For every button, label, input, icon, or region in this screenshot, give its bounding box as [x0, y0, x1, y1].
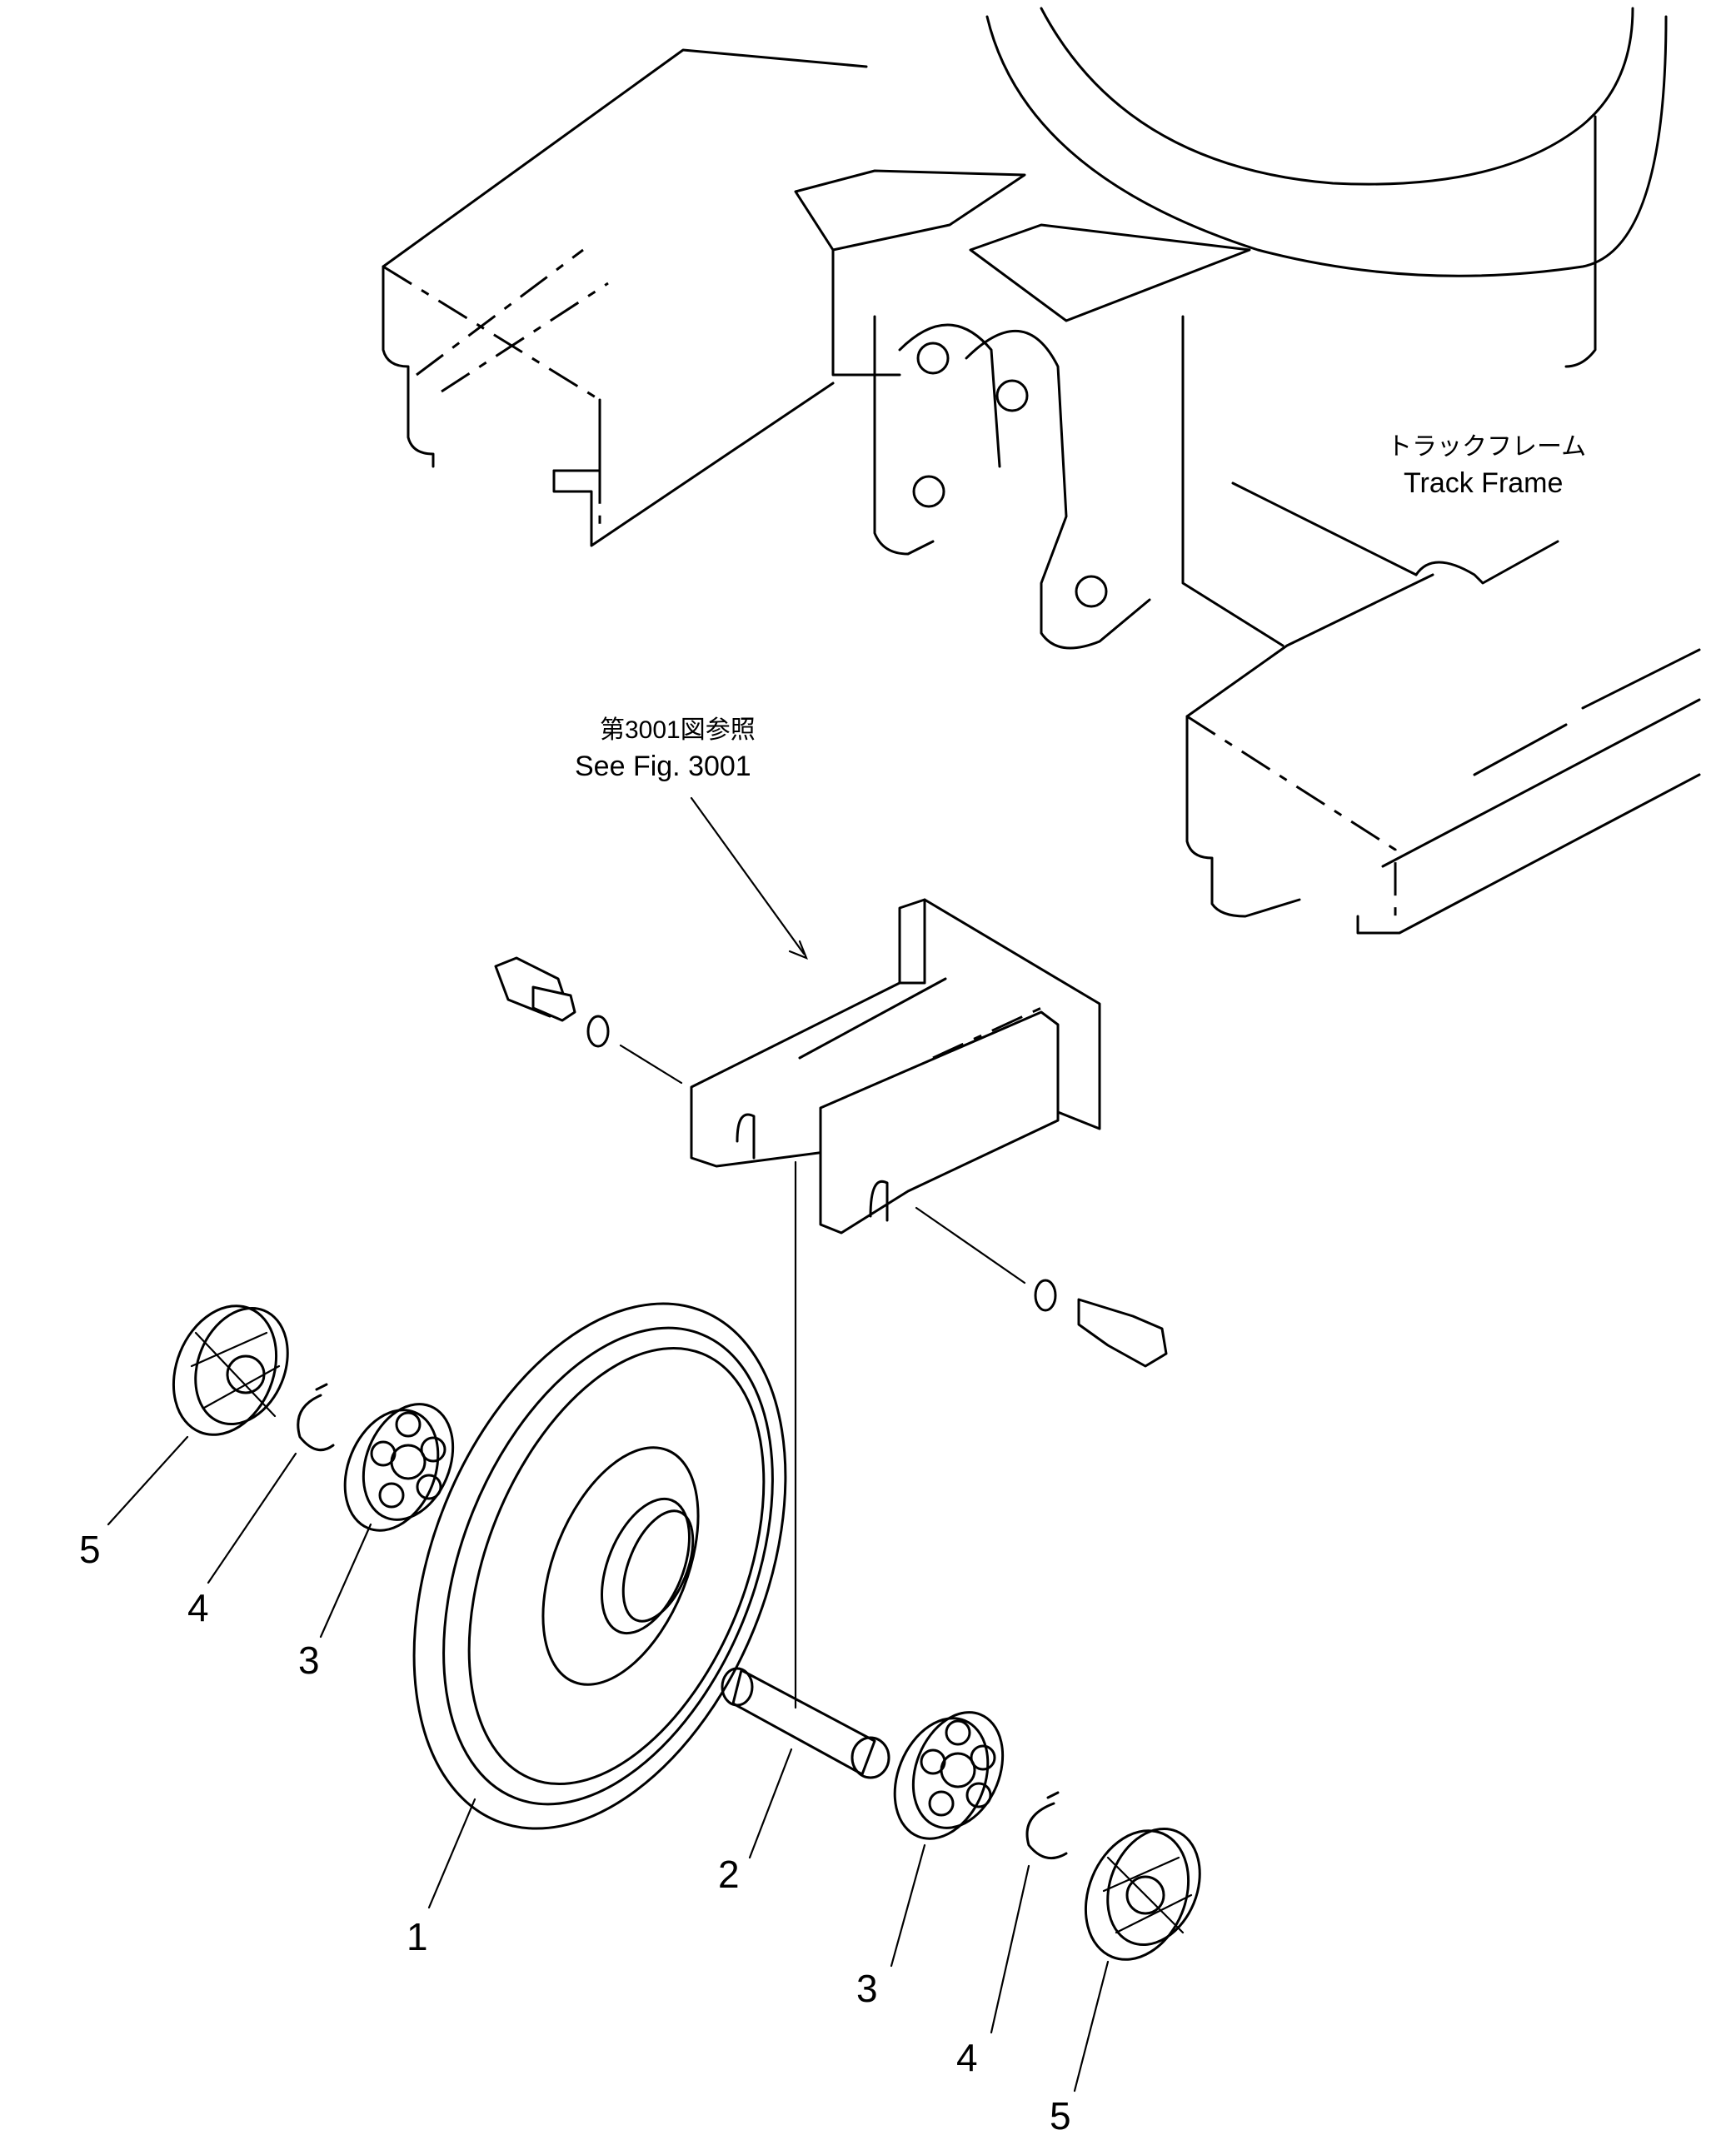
callout-5-right: 5	[1050, 2094, 1071, 2138]
seal-left	[172, 1304, 289, 1436]
bearing-right	[893, 1711, 1005, 1840]
snap-ring-right	[1025, 1791, 1068, 1860]
callout-4-right: 4	[956, 2036, 978, 2079]
track-frame-label-en: Track Frame	[1404, 467, 1564, 499]
callout-3-right: 3	[856, 1967, 878, 2010]
callout-1: 1	[407, 1915, 428, 1958]
bolt-right	[915, 1206, 1168, 1368]
bolt-left	[494, 956, 683, 1085]
bearing-left	[343, 1403, 455, 1532]
idler-wheel	[412, 1302, 787, 1830]
mounting-bracket-drawing	[690, 898, 1101, 1235]
callout-5-left: 5	[79, 1528, 101, 1571]
leader-lines	[107, 796, 1110, 2093]
see-fig-label-ja: 第3001図参照	[600, 716, 756, 744]
callout-3-left: 3	[298, 1639, 320, 1682]
callout-4-left: 4	[187, 1586, 209, 1629]
track-frame-drawing	[382, 7, 1701, 935]
track-frame-label-ja: トラックフレーム	[1387, 433, 1587, 461]
snap-ring-left	[297, 1383, 335, 1452]
shaft	[721, 1160, 890, 1779]
callout-2: 2	[718, 1853, 740, 1896]
seal-right	[1084, 1827, 1201, 1961]
see-fig-label-en: See Fig. 3001	[575, 751, 751, 782]
